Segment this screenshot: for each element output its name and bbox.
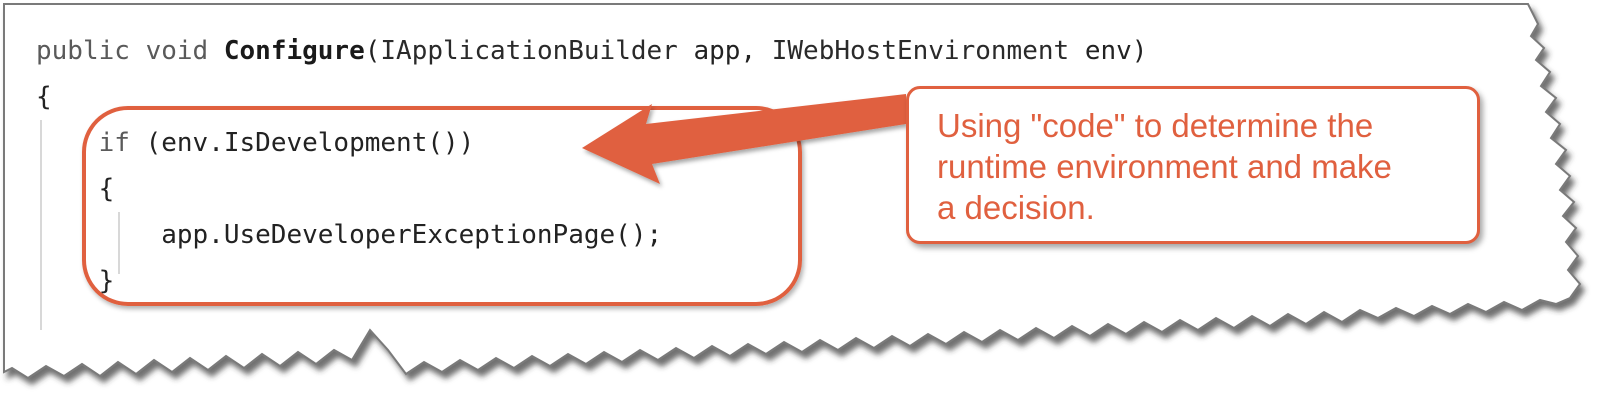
callout-arrow <box>582 94 906 184</box>
code-line: { <box>36 166 1147 212</box>
code-token: ( <box>364 36 381 66</box>
code-token: { <box>36 174 115 204</box>
code-token: app, <box>677 36 772 66</box>
annotation-callout: Using "code" to determine the runtime en… <box>906 86 1480 244</box>
indent-guide-inner <box>118 212 120 274</box>
code-line: { <box>36 74 1147 120</box>
code-token: public <box>36 36 130 66</box>
code-token: void <box>145 36 209 66</box>
code-token: { <box>36 82 52 112</box>
code-token: Configure <box>223 36 365 66</box>
indent-guide-outer <box>40 120 42 330</box>
code-token: env) <box>1069 36 1148 66</box>
code-line: app.UseDeveloperExceptionPage(); <box>36 212 1147 258</box>
highlight-oval <box>82 106 802 306</box>
callout-text-line-2: runtime environment and make <box>937 148 1392 185</box>
code-token: IWebHostEnvironment <box>771 36 1070 66</box>
code-token: (env.IsDevelopment()) <box>129 128 475 158</box>
callout-text-line-3: a decision. <box>937 189 1095 226</box>
code-token: app.UseDeveloperExceptionPage(); <box>36 220 663 250</box>
code-token: IApplicationBuilder <box>380 36 678 66</box>
code-line: public void Configure(IApplicationBuilde… <box>36 28 1147 74</box>
callout-text-line-1: Using "code" to determine the <box>937 107 1374 144</box>
